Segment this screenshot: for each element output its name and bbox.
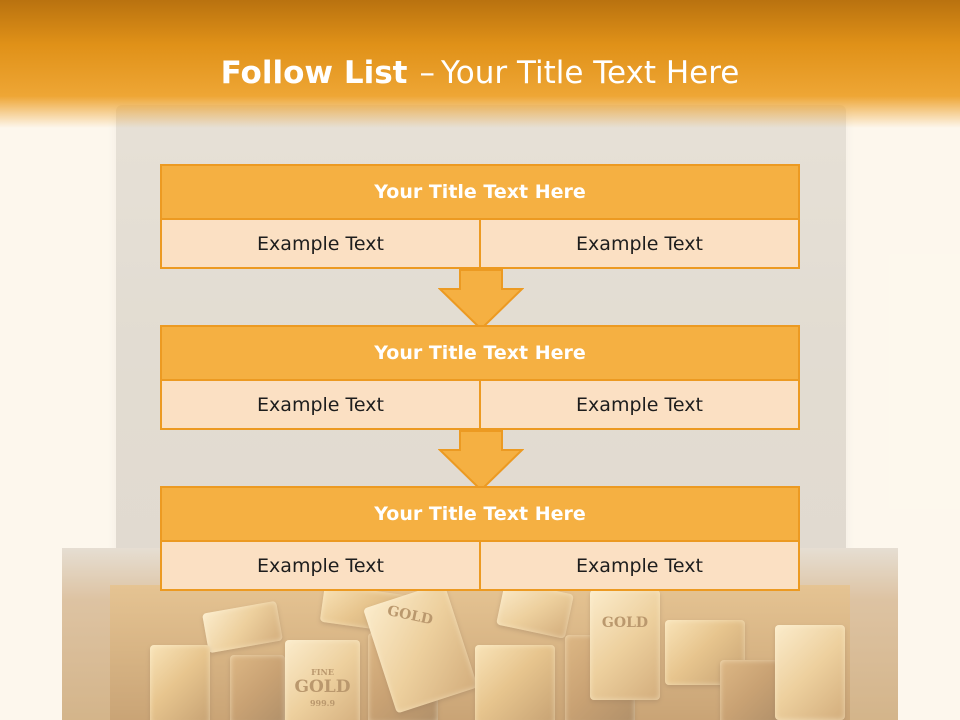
stamp-line: 999.9 [309,698,336,708]
title-text: Your Title Text Here [440,55,740,91]
block-title: Your Title Text Here [160,325,800,381]
gold-bar [496,585,574,639]
block-cell-right: Example Text [479,218,800,269]
bar-stamp: GOLD [601,615,649,631]
stamp-line: FINE [311,667,334,677]
down-arrow-icon [438,269,524,331]
title-banner [0,0,960,128]
block-row: Example Text Example Text [160,379,800,430]
gold-bar [475,645,555,720]
bar-stamp: FINE GOLD 999.9 [285,668,360,707]
down-arrow-icon [438,430,524,492]
block-cell-right: Example Text [479,379,800,430]
list-block-2: Your Title Text Here Example Text Exampl… [160,325,800,430]
gold-bar [202,600,283,654]
title-separator: – [419,55,435,91]
bar-stamp: GOLD [385,603,435,629]
block-title: Your Title Text Here [160,486,800,542]
gold-bars-image: FINE GOLD 999.9 GOLD GOLD [110,585,850,720]
stamp-line: GOLD [294,677,351,697]
slide-title: Follow List–Your Title Text Here [0,55,960,91]
block-cell-right: Example Text [479,540,800,591]
block-row: Example Text Example Text [160,540,800,591]
block-cell-left: Example Text [160,540,481,591]
gold-bar [150,645,210,720]
block-cell-left: Example Text [160,379,481,430]
block-row: Example Text Example Text [160,218,800,269]
list-block-3: Your Title Text Here Example Text Exampl… [160,486,800,591]
gold-bar [720,660,780,720]
gold-bar: GOLD [590,590,660,700]
block-title: Your Title Text Here [160,164,800,220]
gold-bar: FINE GOLD 999.9 [285,640,360,720]
gold-bar [230,655,285,720]
block-cell-left: Example Text [160,218,481,269]
title-bold: Follow List [220,55,408,91]
list-block-1: Your Title Text Here Example Text Exampl… [160,164,800,269]
gold-bar [775,625,845,720]
